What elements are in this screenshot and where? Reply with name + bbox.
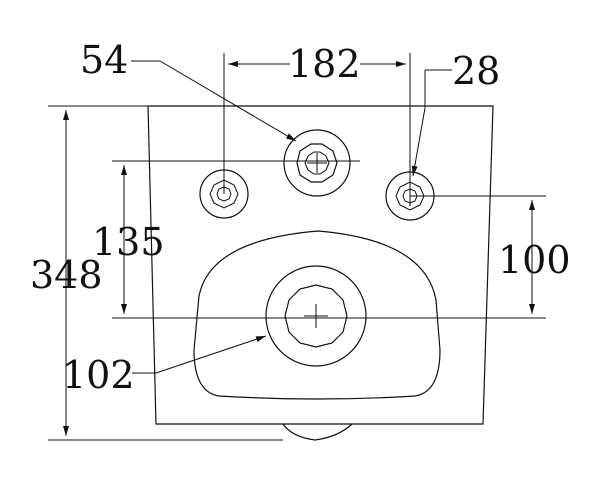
dim-text-28: 28 — [452, 49, 500, 93]
outlet — [265, 265, 367, 367]
leader-54-diag — [159, 60, 297, 142]
bolt-hole-left — [199, 169, 249, 219]
dim-text-54: 54 — [80, 38, 128, 82]
dim-text-182: 182 — [288, 42, 361, 86]
leader-28-diag — [411, 107, 426, 177]
leader-102-diag — [155, 335, 267, 374]
bottom-lip — [282, 423, 353, 441]
water-inlet — [283, 129, 351, 197]
dim-text-100: 100 — [498, 238, 571, 282]
body-outline — [147, 105, 494, 425]
dim-text-348: 348 — [30, 253, 103, 297]
dim-text-102: 102 — [62, 353, 135, 397]
dim-text-135: 135 — [92, 220, 165, 264]
bowl-outline — [193, 230, 441, 400]
bolt-hole-right — [385, 171, 435, 221]
